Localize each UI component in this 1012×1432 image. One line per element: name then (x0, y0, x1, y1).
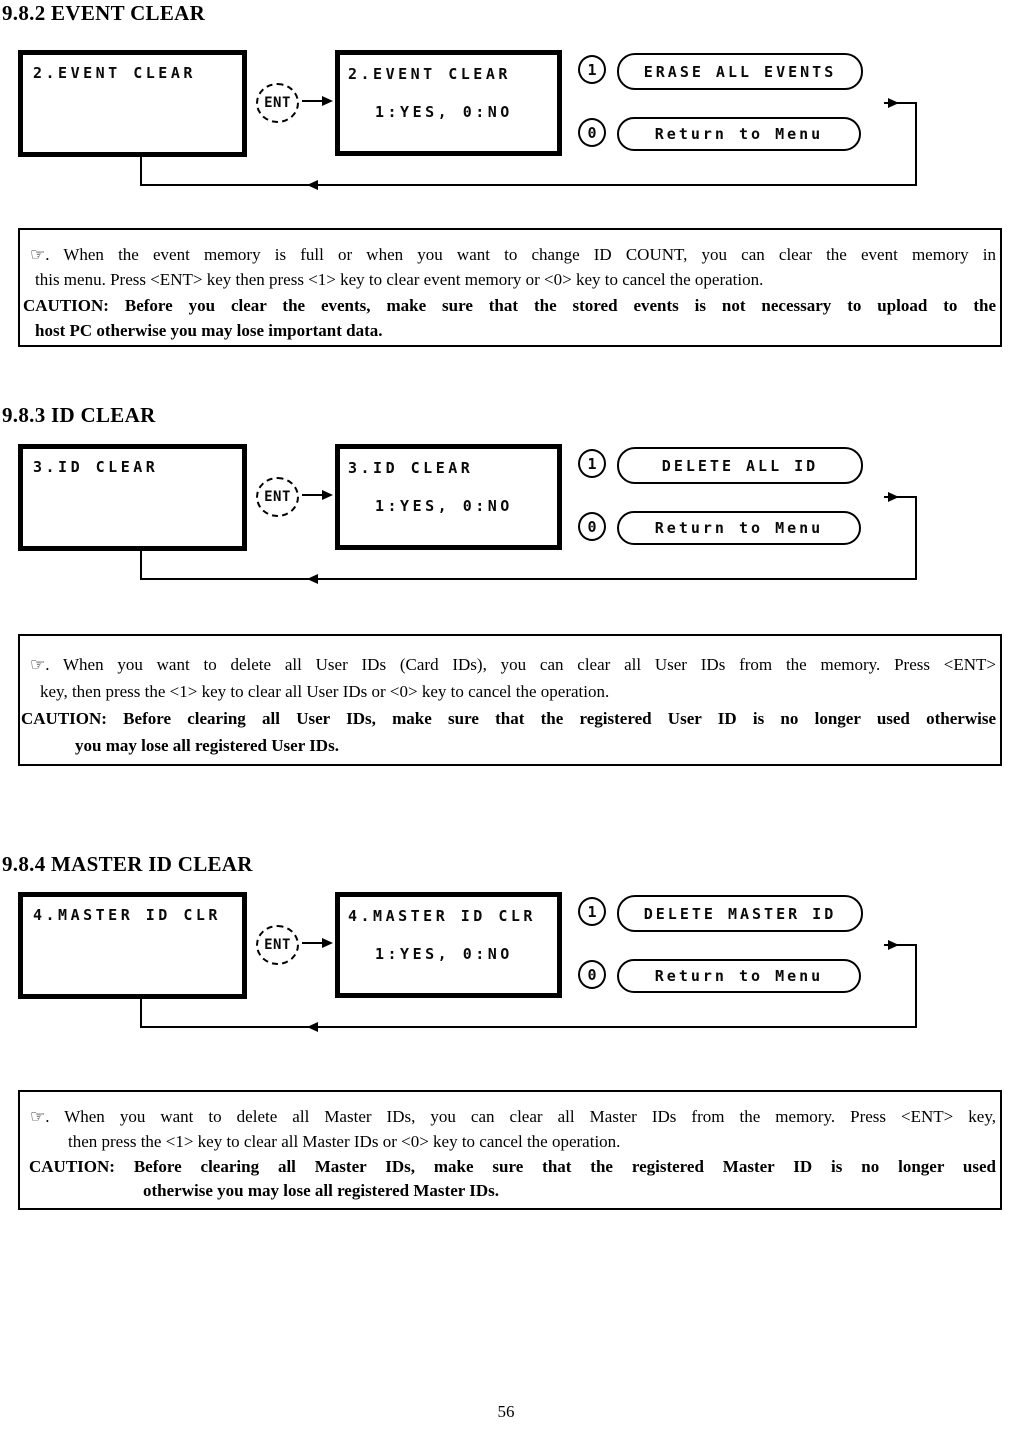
ent-key: ENT (256, 925, 299, 965)
arrow-right-icon (888, 491, 899, 502)
flow-line (302, 100, 327, 102)
flow-return-line (140, 578, 917, 580)
arrow-left-icon (307, 179, 318, 190)
master-id-clear-note-box: ☞. When you want to delete all Master ID… (18, 1090, 1002, 1210)
action-delete-master-id: DELETE MASTER ID (617, 895, 863, 932)
note-line: then press the <1> key to clear all Mast… (68, 1131, 621, 1151)
flow-line (884, 944, 917, 946)
event-clear-note-box: ☞. When the event memory is full or when… (18, 228, 1002, 347)
lcd-menu-screen: 4.MASTER ID CLR (18, 892, 247, 999)
note-line: key, then press the <1> key to clear all… (40, 682, 610, 701)
action-erase-all-events: ERASE ALL EVENTS (617, 53, 863, 90)
lcd-confirm-title: 2.EVENT CLEAR (348, 65, 511, 83)
ent-key: ENT (256, 83, 299, 123)
arrow-left-icon (307, 1021, 318, 1032)
lcd-confirm-options: 1:YES, 0:NO (375, 103, 513, 121)
action-delete-all-id: DELETE ALL ID (617, 447, 863, 484)
caution-line: CAUTION: Before clearing all User IDs, m… (21, 709, 996, 728)
flow-line (884, 102, 917, 104)
arrow-right-icon (888, 939, 899, 950)
event-clear-flow-diagram: 2.EVENT CLEAR ENT 2.EVENT CLEAR 1:YES, 0… (0, 50, 1012, 192)
lcd-confirm-title: 3.ID CLEAR (348, 459, 474, 477)
note-line: ☞. When the event memory is full or when… (30, 245, 996, 264)
id-clear-note-box: ☞. When you want to delete all User IDs … (18, 634, 1002, 766)
lcd-confirm-options: 1:YES, 0:NO (375, 497, 513, 515)
flow-return-line (140, 1026, 917, 1028)
flow-line (140, 549, 142, 580)
note-line: ☞. When you want to delete all Master ID… (30, 1107, 996, 1126)
flow-return-line (140, 184, 917, 186)
lcd-menu-text: 2.EVENT CLEAR (33, 64, 196, 82)
flow-line (302, 942, 327, 944)
section-heading-master-id-clear: 9.8.4 MASTER ID CLEAR (2, 852, 253, 876)
flow-line (140, 997, 142, 1028)
key-0-badge: 0 (578, 960, 606, 989)
key-1-badge: 1 (578, 449, 606, 478)
arrow-right-icon (322, 937, 333, 948)
lcd-confirm-title: 4.MASTER ID CLR (348, 907, 536, 925)
action-return-to-menu: Return to Menu (617, 511, 861, 545)
lcd-menu-text: 4.MASTER ID CLR (33, 906, 221, 924)
lcd-confirm-options: 1:YES, 0:NO (375, 945, 513, 963)
flow-line (140, 155, 142, 186)
caution-line: CAUTION: Before clearing all Master IDs,… (29, 1156, 996, 1176)
lcd-confirm-screen: 2.EVENT CLEAR 1:YES, 0:NO (335, 50, 562, 156)
caution-line: CAUTION: Before you clear the events, ma… (23, 295, 996, 315)
lcd-confirm-screen: 3.ID CLEAR 1:YES, 0:NO (335, 444, 562, 550)
flow-line (884, 496, 917, 498)
key-0-badge: 0 (578, 118, 606, 147)
master-id-clear-flow-diagram: 4.MASTER ID CLR ENT 4.MASTER ID CLR 1:YE… (0, 892, 1012, 1034)
arrow-right-icon (322, 489, 333, 500)
lcd-menu-text: 3.ID CLEAR (33, 458, 159, 476)
note-line: this menu. Press <ENT> key then press <1… (35, 270, 764, 290)
flow-line (915, 496, 917, 580)
action-return-to-menu: Return to Menu (617, 959, 861, 993)
key-1-badge: 1 (578, 897, 606, 926)
ent-key: ENT (256, 477, 299, 517)
flow-line (302, 494, 327, 496)
page-number: 56 (497, 1402, 515, 1421)
caution-line: you may lose all registered User IDs. (75, 736, 339, 755)
arrow-right-icon (888, 97, 899, 108)
caution-line: otherwise you may lose all registered Ma… (143, 1181, 499, 1201)
arrow-left-icon (307, 573, 318, 584)
lcd-confirm-screen: 4.MASTER ID CLR 1:YES, 0:NO (335, 892, 562, 998)
lcd-menu-screen: 3.ID CLEAR (18, 444, 247, 551)
flow-line (915, 944, 917, 1028)
action-return-to-menu: Return to Menu (617, 117, 861, 151)
id-clear-flow-diagram: 3.ID CLEAR ENT 3.ID CLEAR 1:YES, 0:NO 1 … (0, 444, 1012, 586)
section-heading-event-clear: 9.8.2 EVENT CLEAR (2, 1, 206, 25)
arrow-right-icon (322, 95, 333, 106)
section-heading-id-clear: 9.8.3 ID CLEAR (2, 403, 156, 427)
flow-line (915, 102, 917, 186)
lcd-menu-screen: 2.EVENT CLEAR (18, 50, 247, 157)
key-1-badge: 1 (578, 55, 606, 84)
caution-line: host PC otherwise you may lose important… (35, 321, 383, 341)
note-line: ☞. When you want to delete all User IDs … (30, 655, 996, 674)
key-0-badge: 0 (578, 512, 606, 541)
